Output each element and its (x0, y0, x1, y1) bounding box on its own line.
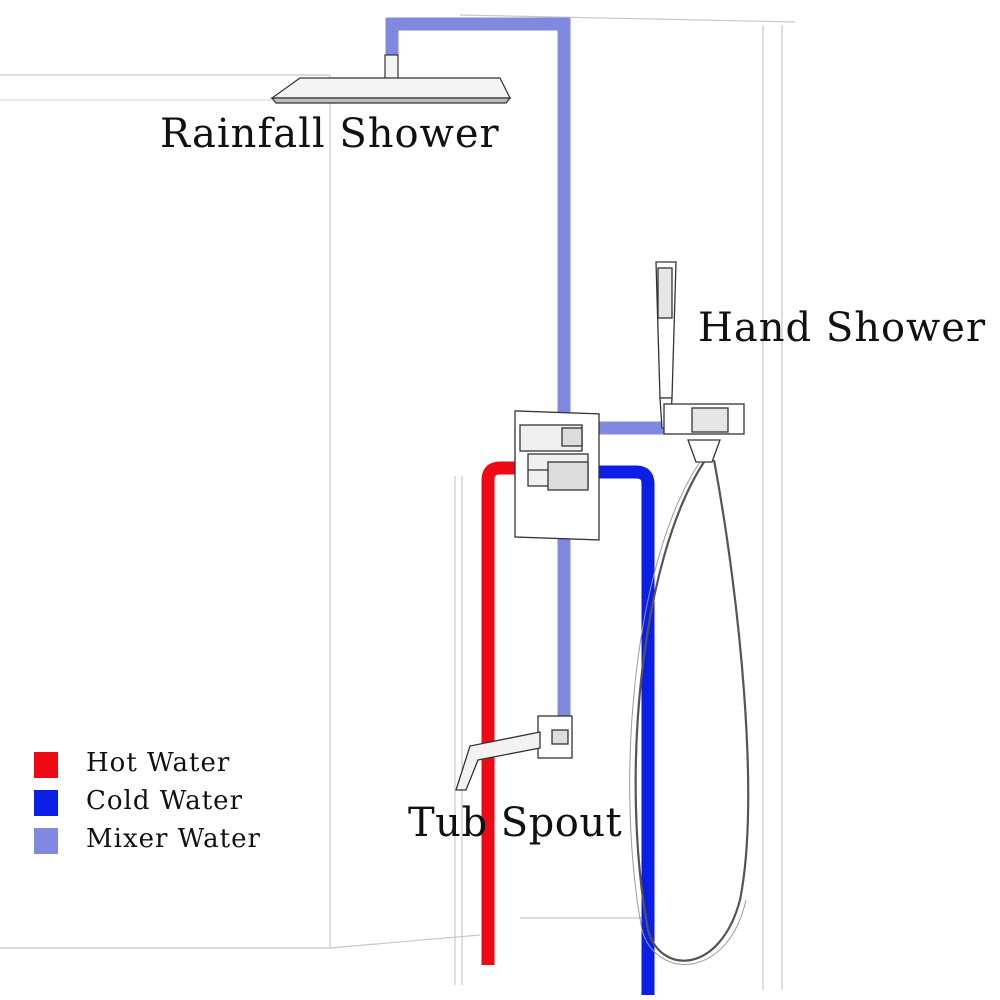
hand-shower-label: Hand Shower (698, 305, 987, 351)
hand-shower-hose (634, 459, 750, 962)
legend-label-cold: Cold Water (86, 786, 243, 816)
rainfall-shower-head-icon (270, 54, 512, 104)
legend-swatch-mixer (34, 828, 58, 854)
legend-label-mixer: Mixer Water (86, 824, 261, 854)
cold-water-pipe (588, 465, 655, 995)
mixer-valve-icon (514, 410, 600, 541)
rainfall-shower-label: Rainfall Shower (160, 111, 500, 157)
tub-spout-label: Tub Spout (408, 800, 623, 846)
legend-swatch-cold (34, 790, 58, 816)
hot-water-pipe (481, 461, 520, 965)
hand-shower-icon (655, 261, 745, 463)
legend-label-hot: Hot Water (86, 748, 231, 778)
hand-shower-hose-inner (629, 461, 747, 965)
tub-spout-icon (455, 715, 573, 791)
legend-swatch-hot (34, 752, 58, 778)
